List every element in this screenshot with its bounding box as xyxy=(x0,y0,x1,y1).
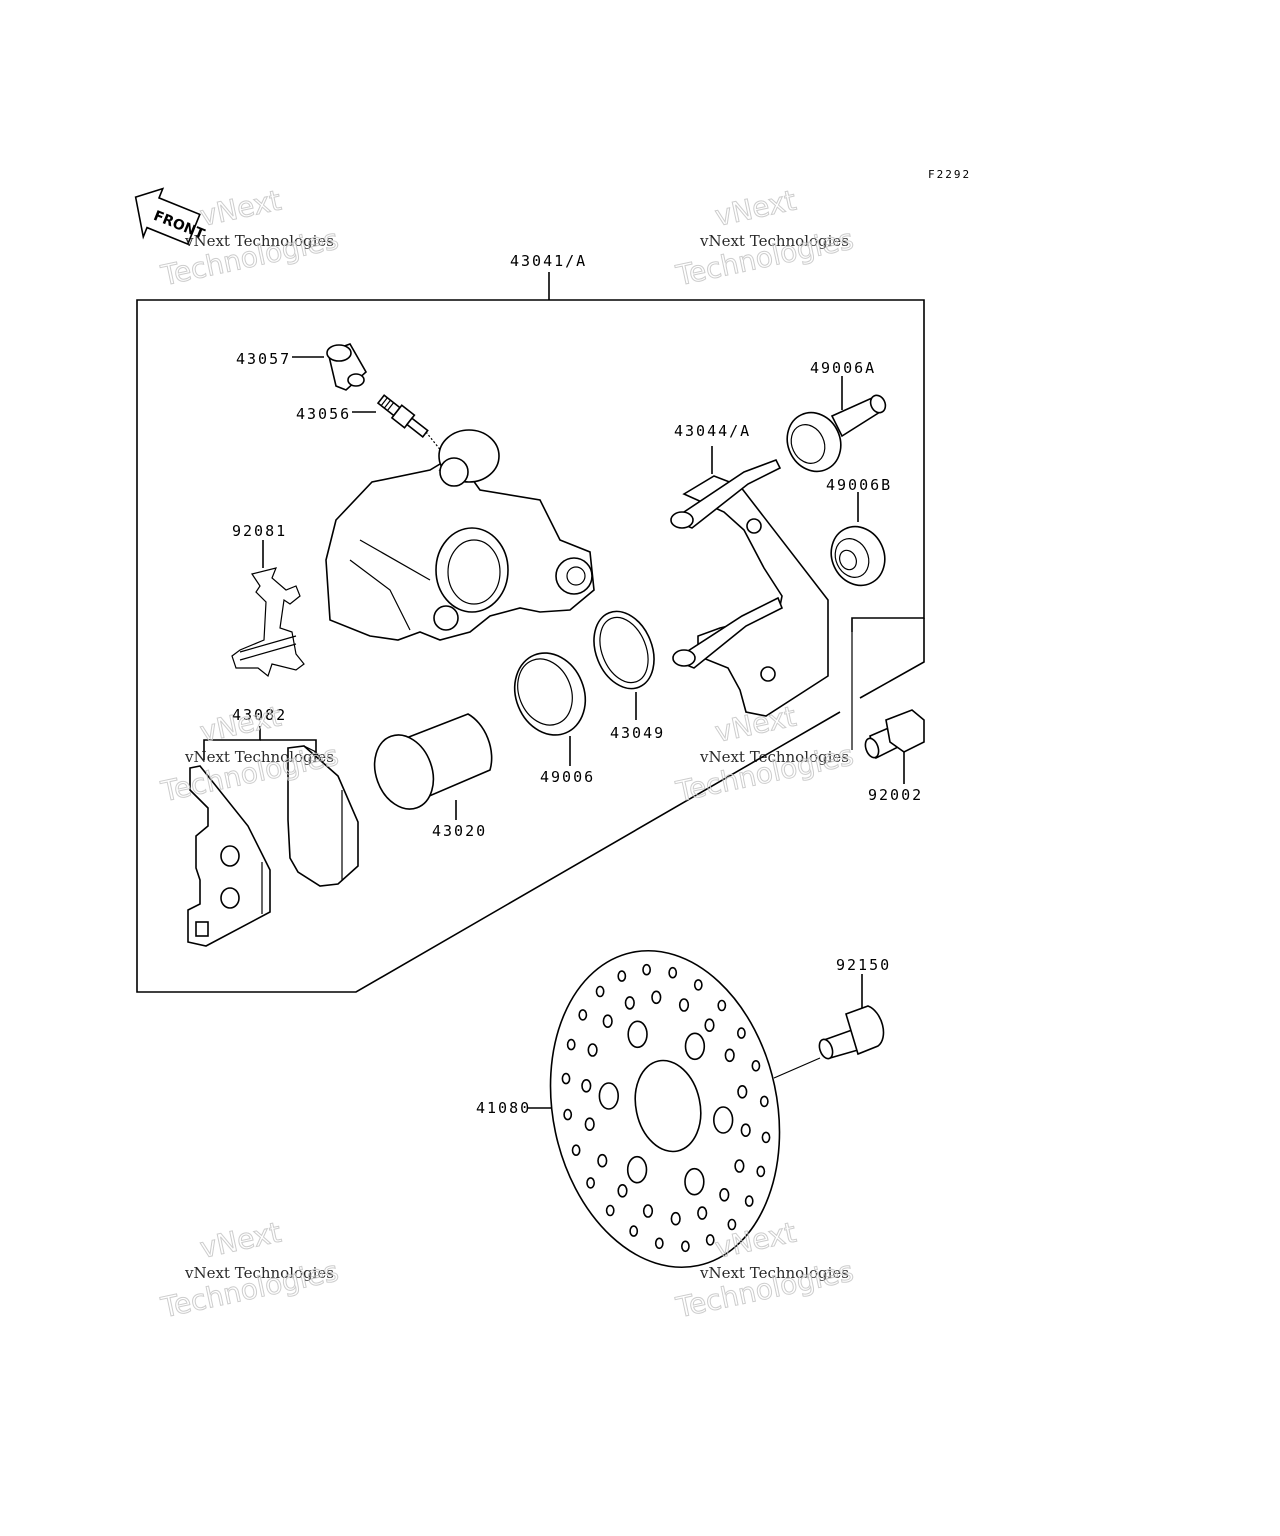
svg-text:vNext: vNext xyxy=(197,184,284,233)
part-label-43049: 43049 xyxy=(610,724,665,742)
svg-text:vNext: vNext xyxy=(712,700,799,749)
disc-vent-hole xyxy=(734,1159,745,1173)
part-label-43044-a: 43044/A xyxy=(674,422,751,440)
disc-vent-hole xyxy=(587,1043,598,1057)
disc-vent-hole xyxy=(651,990,662,1005)
part-label-49006: 49006 xyxy=(540,768,595,786)
svg-text:vNext: vNext xyxy=(712,184,799,233)
disc-vent-hole xyxy=(617,1184,628,1198)
caliper-body-part xyxy=(325,429,595,641)
part-label-92081: 92081 xyxy=(232,522,287,540)
svg-text:vNext Technologies: vNext Technologies xyxy=(184,748,334,766)
disc-vent-hole xyxy=(678,998,690,1012)
bleeder-valve-part xyxy=(376,394,429,438)
assembly-outline xyxy=(136,299,925,993)
disc-vent-hole xyxy=(670,1211,681,1226)
pin-boot-b-part xyxy=(830,525,886,587)
disc-vent-hole xyxy=(578,1009,588,1021)
disc-vent-hole xyxy=(642,963,651,976)
part-label-43041-a: 43041/A xyxy=(510,252,587,270)
disc-vent-hole xyxy=(693,979,703,991)
disc-vent-hole xyxy=(584,1117,595,1131)
disc-vent-hole xyxy=(681,1240,690,1253)
disc-mount-hole xyxy=(684,1032,706,1061)
disc-vent-hole xyxy=(737,1085,748,1099)
disc-mount-hole xyxy=(627,1020,648,1049)
front-arrow-icon: FRONT xyxy=(134,187,207,246)
disc-vent-hole xyxy=(566,1038,576,1051)
disc-mount-hole xyxy=(626,1155,648,1184)
brake-disc-part xyxy=(549,949,781,1269)
disc-vent-hole xyxy=(654,1237,664,1250)
disc-vent-hole xyxy=(717,999,727,1012)
disc-mount-hole xyxy=(598,1082,619,1110)
disc-vent-hole xyxy=(759,1095,769,1108)
disc-vent-hole xyxy=(586,1177,595,1189)
disc-vent-hole xyxy=(705,1234,715,1246)
svg-text:vNext Technologies: vNext Technologies xyxy=(699,748,849,766)
disc-vent-hole xyxy=(624,996,635,1010)
mounting-bolt-part xyxy=(864,709,925,760)
disc-vent-hole xyxy=(756,1165,766,1178)
disc-vent-hole xyxy=(724,1048,735,1063)
disc-mount-hole xyxy=(684,1167,705,1196)
svg-text:vNext: vNext xyxy=(197,700,284,749)
disc-vent-hole xyxy=(751,1060,761,1072)
part-label-92002: 92002 xyxy=(868,786,923,804)
disc-vent-hole xyxy=(727,1218,737,1231)
disc-vent-hole xyxy=(737,1027,746,1039)
disc-vent-hole xyxy=(668,966,678,979)
disc-vent-hole xyxy=(617,970,627,982)
brake-pad-right-part xyxy=(287,745,359,887)
pad-spring-part xyxy=(231,567,305,678)
disc-vent-hole xyxy=(740,1123,751,1137)
disc-vent-hole xyxy=(571,1144,581,1156)
disc-vent-hole xyxy=(642,1204,654,1218)
part-label-92150: 92150 xyxy=(836,956,891,974)
svg-text:vNext Technologies: vNext Technologies xyxy=(184,232,334,250)
piston-seal-part xyxy=(593,610,655,690)
disc-vent-hole xyxy=(629,1225,639,1237)
disc-vent-hole xyxy=(595,985,605,998)
part-label-43056: 43056 xyxy=(296,405,351,423)
svg-text:vNext Technologies: vNext Technologies xyxy=(184,1264,334,1282)
part-label-43082: 43082 xyxy=(232,706,287,724)
disc-vent-hole xyxy=(581,1079,592,1093)
disc-vent-hole xyxy=(597,1153,608,1168)
part-label-43057: 43057 xyxy=(236,350,291,368)
disc-vent-hole xyxy=(602,1014,613,1029)
disc-vent-hole xyxy=(605,1204,615,1217)
svg-text:vNext: vNext xyxy=(197,1216,284,1265)
disc-bolt-part xyxy=(818,1005,885,1060)
disc-vent-hole xyxy=(697,1206,708,1220)
pin-boot-a-part xyxy=(786,394,887,473)
disc-vent-hole xyxy=(561,1072,571,1085)
brake-pad-left-part xyxy=(187,765,271,947)
svg-text:vNext Technologies: vNext Technologies xyxy=(699,1264,849,1282)
svg-text:vNext Technologies: vNext Technologies xyxy=(699,232,849,250)
dust-seal-part xyxy=(513,652,587,736)
part-label-49006b: 49006B xyxy=(826,476,892,494)
part-label-41080: 41080 xyxy=(476,1099,531,1117)
bleeder-cap-part xyxy=(326,343,368,391)
figure-code: F2292 xyxy=(928,168,971,181)
disc-vent-hole xyxy=(563,1108,573,1121)
disc-vent-hole xyxy=(704,1018,715,1032)
disc-mount-hole xyxy=(712,1106,734,1134)
piston-part xyxy=(373,713,493,810)
disc-vent-hole xyxy=(761,1131,771,1144)
disc-vent-hole xyxy=(744,1195,754,1207)
part-label-49006a: 49006A xyxy=(810,359,876,377)
caliper-bracket-part xyxy=(670,458,829,717)
part-label-43020: 43020 xyxy=(432,822,487,840)
disc-vent-hole xyxy=(719,1188,730,1202)
